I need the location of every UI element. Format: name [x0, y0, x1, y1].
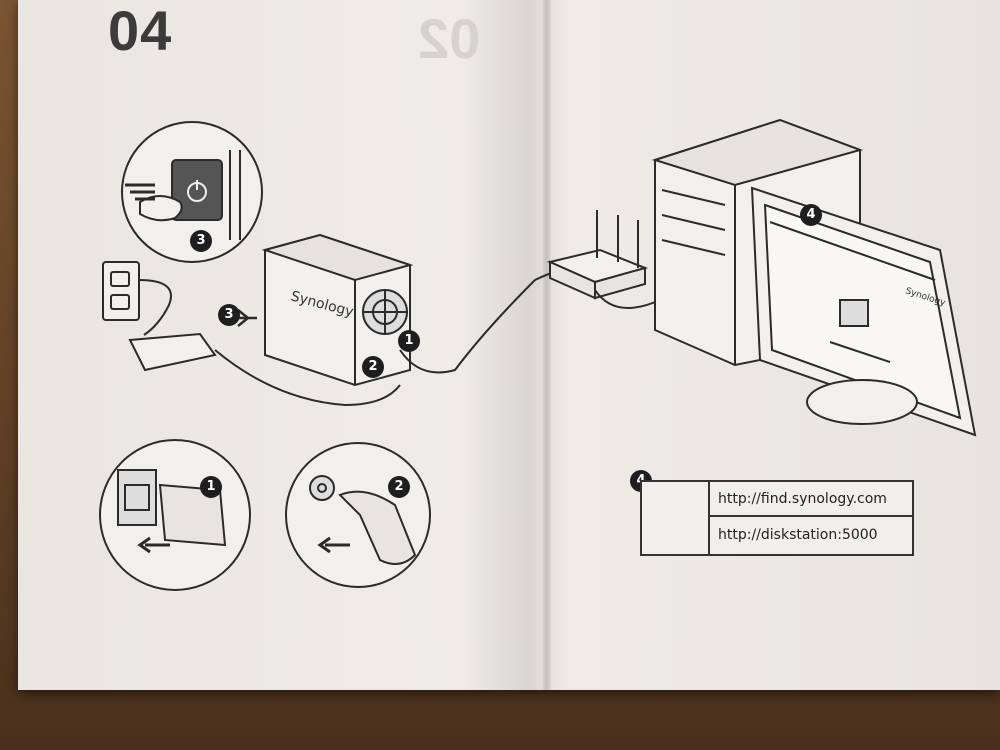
ethernet-port-icon: [117, 469, 157, 526]
ethernet-cable: [399, 269, 561, 374]
nas-thumbnail-icon: [839, 299, 869, 327]
power-button-inset: [121, 121, 263, 263]
step-badge-1-nas: 1: [398, 330, 420, 352]
ethernet-inset: [99, 439, 251, 591]
step-badge-3-nas: 3: [218, 304, 240, 326]
dc-power-port-icon: [309, 475, 335, 501]
router: [546, 210, 661, 309]
step-badge-4-monitor: 4: [800, 204, 822, 226]
booklet-fold: [543, 0, 551, 690]
search-icon-cell: [642, 482, 710, 554]
find-synology-url: http://find.synology.com: [710, 482, 912, 517]
page-number: 04: [108, 0, 173, 62]
url-instructions-box: http://find.synology.com http://diskstat…: [640, 480, 914, 556]
diskstation-url: http://diskstation:5000: [718, 527, 878, 543]
power-icon: [187, 180, 207, 202]
wall-outlet: [102, 261, 172, 336]
step-badge-2-inset: 2: [388, 476, 410, 498]
step-badge-1-inset: 1: [200, 476, 222, 498]
step-badge-2-nas: 2: [362, 356, 384, 378]
monitor: [750, 186, 977, 437]
nas-device: [232, 233, 414, 387]
step-badge-3-inset: 3: [190, 230, 212, 252]
power-adapter: [128, 332, 401, 407]
dc-power-inset: [285, 442, 431, 588]
